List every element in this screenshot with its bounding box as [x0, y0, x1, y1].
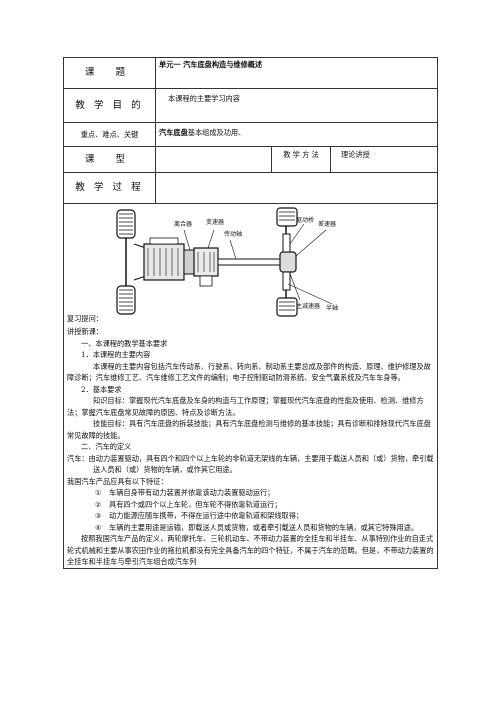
process-value [154, 172, 439, 204]
features-list: ① 车辆自身带有动力装置并依靠该动力装置驱动运行； ② 具有四个或四个以上车轮，但车… [67, 487, 434, 533]
section-1-title: 一、本课程的教学基本要求 [81, 338, 168, 348]
method-value: 理论讲授 [329, 146, 439, 173]
method-label: 教 学 方 法 [271, 146, 331, 173]
type-value [155, 146, 272, 173]
row-content: 离合器 变速器 传动轴 驱动桥 差速器 主减速器 半轴 复习提问： 讲授新课： … [62, 203, 439, 569]
section-1-1-text: 本课程的主要内容包括汽车传动系、行驶系、转向系、制动系主要总成及部件的构造、原理… [67, 361, 431, 383]
section-2-definition: 汽车：由动力装置驱动，具有四个和四个以上车轮的非轨道无架线的车辆，主要用于载送人… [67, 453, 434, 475]
drive-shaft [217, 239, 281, 266]
label-clutch: 离合器 [174, 220, 192, 228]
row-focus: 重点、难点、关键 汽车底盘基本组成及功用、 [63, 122, 439, 147]
focus-value-rest: 基本组成及功用、 [187, 128, 246, 137]
label-main-reducer: 主减速器 [296, 302, 320, 310]
new-lesson-heading: 讲授新课： [67, 327, 103, 336]
label-half-shaft: 半轴 [326, 304, 338, 312]
focus-label: 重点、难点、关键 [63, 122, 156, 147]
focus-value-bold: 汽车底盘 [159, 128, 188, 137]
label-gearbox: 变速器 [206, 218, 224, 226]
feature-item: ③ 动力能源应随车携带，不得在运行途中依靠轨道和架线取得； [81, 510, 434, 522]
process-label: 教 学 过 程 [63, 172, 156, 204]
rear-left-wheel [276, 207, 298, 227]
feature-number: ② [95, 499, 102, 509]
feature-item: ② 具有四个或四个以上车轮，但车轮不得依靠轨道运行； [81, 499, 434, 511]
feature-number: ③ [95, 511, 102, 520]
feature-item: ④ 车辆的主要用途是运输，即载送人员或货物，或者牵引载送人员和货物的车辆，或其它特… [81, 522, 434, 534]
label-differential: 差速器 [318, 220, 336, 228]
section-1-2-knowledge: 知识目标：掌握现代汽车底盘及车身的构造与工作原理；掌握现代汽车底盘的性能及使用、… [67, 396, 424, 417]
clutch [183, 229, 195, 275]
section-1-2-skills: 技能目标：具有汽车底盘的拆装技能；具有汽车底盘检测与维修的基本技能；具有诊断和排… [67, 419, 431, 440]
goal-value: 本课程的主要学习内容 [154, 88, 439, 123]
feature-text: 动力能源应随车携带，不得在运行途中依靠轨道和架线取得； [109, 511, 304, 520]
engine [143, 237, 185, 281]
feature-text: 车辆自身带有动力装置并依靠该动力装置驱动运行； [109, 488, 275, 497]
review-question-label: 复习提问： [67, 314, 103, 323]
lesson-plan-table: 课 题 单元一 汽车底盘构造与维修概述 教 学 目 的 本课程的主要学习内容 重… [62, 57, 439, 569]
feature-number: ④ [95, 522, 102, 532]
label-driveshaft: 传动轴 [224, 230, 242, 238]
feature-text: 具有四个或四个以上车轮，但车轮不得依靠轨道运行； [109, 499, 282, 509]
row-topic: 课 题 单元一 汽车底盘构造与维修概述 [63, 57, 439, 89]
row-goal: 教 学 目 的 本课程的主要学习内容 [63, 88, 439, 123]
lesson-body: 讲授新课： 一、本课程的教学基本要求 1．本课程的主要内容 本课程的主要内容包括… [64, 324, 437, 568]
focus-value: 汽车底盘基本组成及功用、 [154, 122, 439, 147]
section-2-closing: 按照我国汽车产品的定义，两轮摩托车、三轮机动车、不带动力装置的全挂车和半挂车、从… [67, 534, 434, 566]
lesson-plan-sheet: 课 题 单元一 汽车底盘构造与维修概述 教 学 目 的 本课程的主要学习内容 重… [62, 57, 439, 569]
rear-axle [279, 226, 297, 298]
topic-label: 课 题 [63, 57, 156, 89]
gearbox [193, 229, 219, 287]
label-final-drive: 驱动桥 [296, 216, 314, 224]
goal-label: 教 学 目 的 [63, 88, 156, 123]
front-right-wheel [116, 285, 136, 315]
topic-value: 单元一 汽车底盘构造与维修概述 [154, 57, 439, 89]
type-label: 课 型 [63, 146, 156, 173]
drivetrain-diagram: 离合器 变速器 传动轴 驱动桥 差速器 主减速器 半轴 [116, 207, 338, 317]
feature-number: ① [95, 488, 102, 497]
section-1-1-title: 1．本课程的主要内容 [81, 350, 151, 359]
section-1-2-title: 2．基本要求 [81, 384, 122, 394]
section-2-features-intro: 我国汽车产品应具有以下特征： [67, 476, 168, 486]
chassis-diagram-area: 离合器 变速器 传动轴 驱动桥 差速器 主减速器 半轴 复习提问： [64, 204, 437, 324]
row-type: 课 型 教 学 方 法 理论讲授 [63, 146, 439, 173]
front-left-wheel [116, 209, 136, 239]
feature-item: ① 车辆自身带有动力装置并依靠该动力装置驱动运行； [81, 487, 434, 499]
feature-text: 车辆的主要用途是运输，即载送人员或货物，或者牵引载送人员和货物的车辆，或其它特殊… [109, 522, 419, 532]
content-cell: 离合器 变速器 传动轴 驱动桥 差速器 主减速器 半轴 复习提问： 讲授新课： … [62, 203, 439, 569]
row-process: 教 学 过 程 [63, 172, 439, 204]
section-2-title: 二、汽车的定义 [81, 442, 132, 451]
rear-right-wheel [276, 297, 298, 317]
